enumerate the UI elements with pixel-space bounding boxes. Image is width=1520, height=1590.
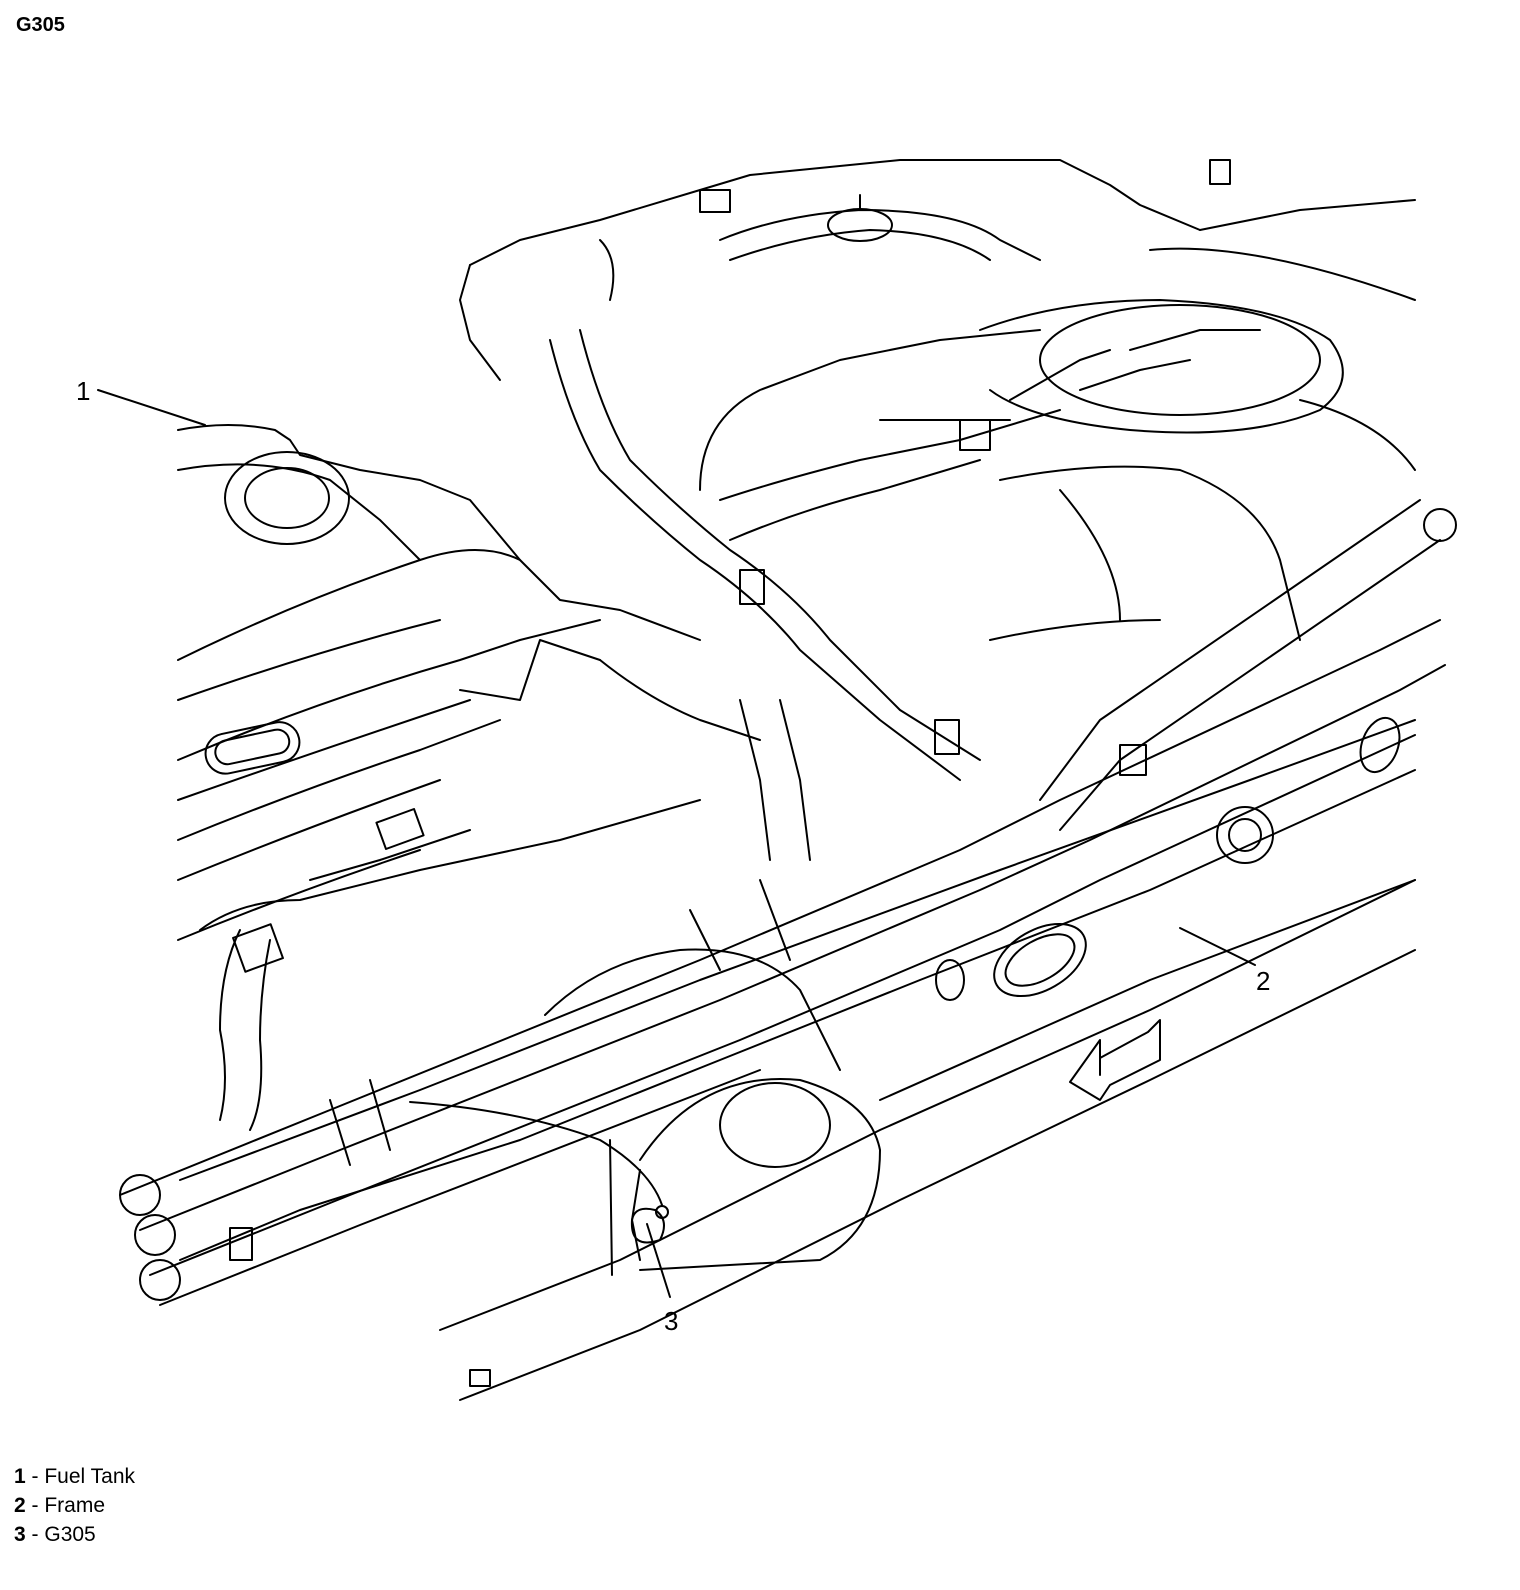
legend-item-frame: 2 - Frame [14, 1494, 106, 1517]
clips [229, 159, 1231, 1387]
legend-item-g305: 3 - G305 [14, 1523, 96, 1546]
callout-3: 3 [664, 1306, 678, 1336]
ground-g305 [409, 1101, 669, 1276]
direction-arrow-icon [1069, 1019, 1161, 1101]
leader-line-3 [646, 1223, 671, 1298]
legend-item-fuel-tank: 1 - Fuel Tank [14, 1465, 136, 1488]
leader-line-1 [97, 389, 206, 426]
callout-1: 1 [76, 376, 90, 406]
diagram-title: G305 [16, 14, 65, 36]
fuel-tank-outline [177, 424, 761, 941]
callout-2: 2 [1256, 966, 1270, 996]
legend: 1 - Fuel Tank 2 - Frame 3 - G305 [14, 1462, 135, 1549]
fuel-tank-upper [459, 159, 1416, 641]
frame-outline [179, 716, 1416, 1401]
leader-line-2 [1179, 927, 1256, 966]
fuel-lines [119, 239, 1457, 1306]
